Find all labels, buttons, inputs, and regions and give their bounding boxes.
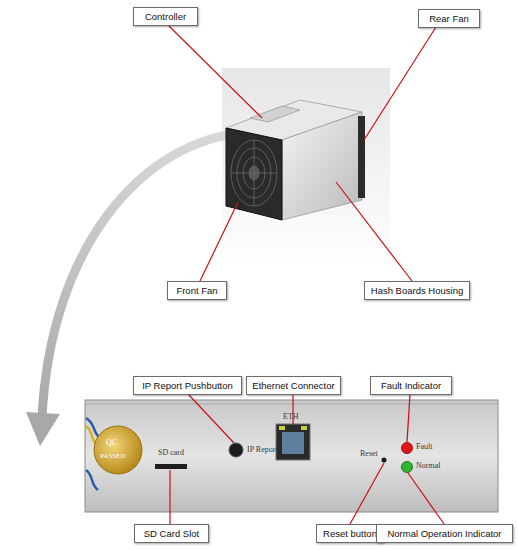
panel-marking: Fault [416,442,432,451]
pointer-arrowhead [26,412,60,446]
callout-box: Ethernet Connector [246,376,341,395]
leader-line [364,27,436,140]
callout-label: Rear Fan [429,13,469,24]
callout-box: Hash Boards Housing [364,281,470,300]
rear-fan [358,116,365,198]
qc-sticker [94,426,142,474]
pointer-arrow [42,132,248,418]
callout-label: Normal Operation Indicator [387,528,501,539]
callout-box: Normal Operation Indicator [376,524,513,543]
callout-label: Reset button [323,528,377,539]
panel-marking: SD card [158,448,184,457]
callout-label: IP Report Pushbutton [142,380,233,391]
panel-marking: ETH [283,412,299,421]
fan-spoke [231,173,277,174]
ethernet-port [276,424,310,460]
controller-panel [85,400,498,512]
sd-card-slot [155,464,187,469]
ethernet-led [279,426,285,430]
leader-line [408,473,444,524]
callout-box: Fault Indicator [370,376,452,395]
leader-line [188,394,234,443]
panel-marking: Normal [416,461,440,470]
callout-label: Ethernet Connector [252,380,334,391]
leader-lines [168,25,436,281]
panel-marking: IP Report [247,445,278,454]
ethernet-socket [282,432,304,454]
reset-hole [382,458,387,463]
hash-boards-housing [282,112,362,220]
leader-line [336,182,412,281]
normal-led [402,462,413,473]
callout-label: Fault Indicator [381,380,441,391]
callout-label: SD Card Slot [144,528,199,539]
front-fan-face [226,128,282,220]
callout-box: Front Fan [167,281,227,300]
panel-marking: QC [106,438,117,447]
callout-box: Reset button [316,524,384,543]
callout-box: Controller [133,7,198,26]
callout-box: IP Report Pushbutton [133,376,242,395]
panel-edge [85,404,498,405]
panel-marking: PASSED [100,452,125,460]
ethernet-led [301,426,307,430]
fan-grill [231,140,277,206]
wire [86,470,98,490]
photo-background [222,68,390,268]
fault-led [402,443,413,454]
callout-label: Controller [145,11,186,22]
leader-line [168,25,262,118]
leader-line [169,470,170,524]
leader-line [200,202,238,281]
callout-box: SD Card Slot [134,524,209,543]
fan-ring [231,140,277,206]
leader-line [407,394,410,442]
leader-line [350,463,384,524]
callout-box: Rear Fan [418,9,480,28]
ip-report-button [229,443,243,457]
callout-label: Hash Boards Housing [371,285,463,296]
callout-label: Front Fan [176,285,217,296]
panel-marking: Reset [360,449,378,458]
leader-lines [170,394,444,524]
